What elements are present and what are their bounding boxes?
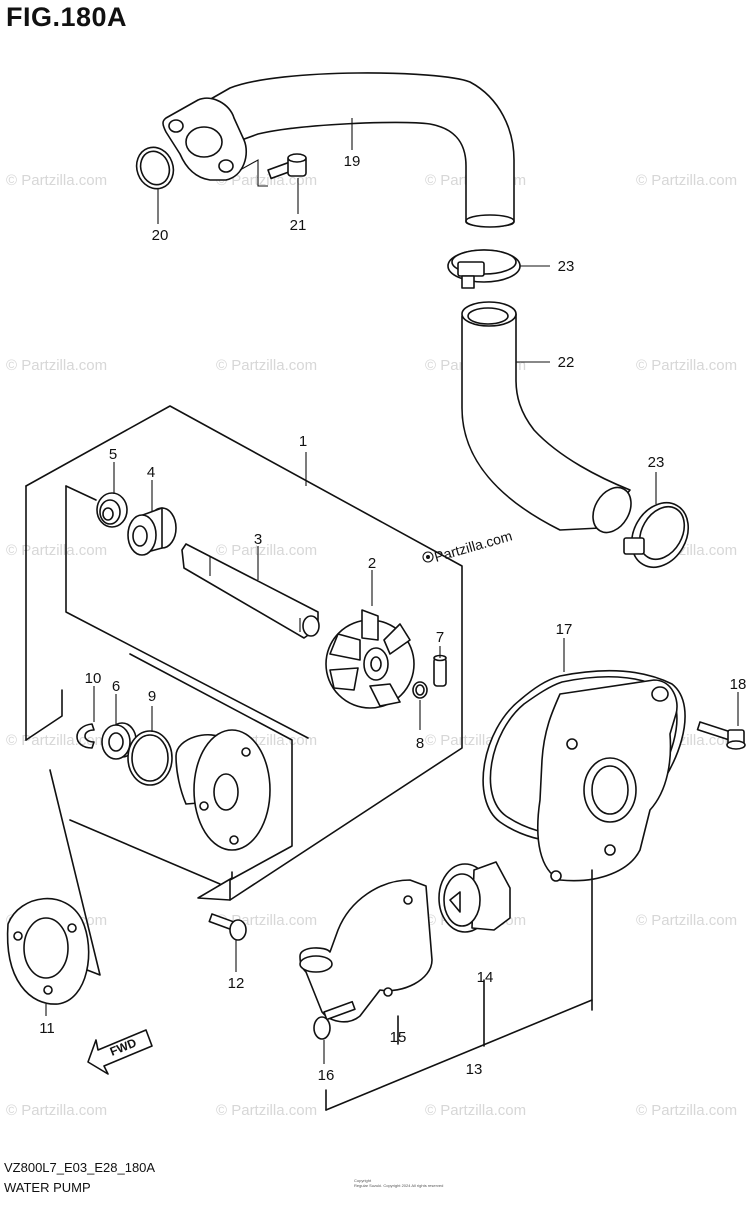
pump-shaft-3 xyxy=(181,543,320,639)
thermostat-14 xyxy=(438,861,511,933)
pump-body-case xyxy=(175,729,271,851)
callout-11: 11 xyxy=(39,1020,55,1037)
mechanical-seal-4 xyxy=(127,507,177,556)
callout-16: 16 xyxy=(318,1067,335,1084)
oil-seal-5 xyxy=(96,492,128,528)
callout-12: 12 xyxy=(228,975,245,992)
callout-5: 5 xyxy=(109,446,117,463)
callout-8: 8 xyxy=(416,735,424,752)
gasket-11 xyxy=(6,897,90,1005)
o-ring-8 xyxy=(412,681,428,699)
callout-15: 15 xyxy=(390,1029,407,1046)
callout-23-upper: 23 xyxy=(558,258,575,275)
bolt-16 xyxy=(313,1000,356,1040)
forward-arrow: FWD xyxy=(87,1029,153,1075)
o-ring-9 xyxy=(127,730,173,786)
model-code: VZ800L7_E03_E28_180A xyxy=(4,1160,156,1175)
callout-1: 1 xyxy=(299,433,307,450)
watermark: © Partzilla.com xyxy=(216,542,317,559)
pump-cover xyxy=(537,679,678,882)
hose-clamp-23-lower xyxy=(623,502,690,568)
bolt-12 xyxy=(208,913,247,941)
hose-clamp-23-upper xyxy=(447,249,521,289)
o-ring-20 xyxy=(135,146,175,190)
callout-13: 13 xyxy=(466,1061,483,1078)
circlip-10 xyxy=(76,723,95,749)
figure-title: FIG.180A xyxy=(6,2,128,32)
partzilla-inline-text: Partzilla.com xyxy=(432,527,513,564)
dowel-pin-7 xyxy=(433,654,447,687)
callout-22: 22 xyxy=(558,354,575,371)
callout-2: 2 xyxy=(368,555,376,572)
watermark: © Partzilla.com xyxy=(636,357,737,374)
impeller-2 xyxy=(325,609,415,709)
callout-19: 19 xyxy=(344,153,361,170)
callout-20: 20 xyxy=(152,227,169,244)
callout-10: 10 xyxy=(85,670,102,687)
watermark: © Partzilla.com xyxy=(6,357,107,374)
callout-7: 7 xyxy=(436,629,444,646)
copyright-line-2: Regular Suzuki. Copyright 2024 All right… xyxy=(354,1183,444,1188)
kit-frame-1 xyxy=(25,405,463,976)
bolt-18 xyxy=(696,721,746,750)
watermark: © Partzilla.com xyxy=(636,912,737,929)
callout-21: 21 xyxy=(290,217,307,234)
copyright-line-1: Copyright xyxy=(354,1178,372,1183)
water-pipe-19 xyxy=(162,72,515,228)
callout-18: 18 xyxy=(730,676,747,693)
callout-23-lower: 23 xyxy=(648,454,665,471)
callout-14: 14 xyxy=(477,969,494,986)
bolt-21 xyxy=(239,153,307,187)
callout-9: 9 xyxy=(148,688,156,705)
callout-17: 17 xyxy=(556,621,573,638)
watermark: © Partzilla.com xyxy=(216,357,317,374)
watermark: © Partzilla.com xyxy=(425,1102,526,1119)
watermark: © Partzilla.com xyxy=(636,172,737,189)
assembly-bracket-13 xyxy=(325,869,593,1111)
callout-6: 6 xyxy=(112,678,120,695)
watermark: © Partzilla.com xyxy=(6,172,107,189)
callout-numbers: 1 2 3 4 5 6 7 8 9 10 11 12 13 14 15 16 1… xyxy=(39,153,746,1084)
copyright-note: Copyright Regular Suzuki. Copyright 2024… xyxy=(354,1178,444,1188)
assembly-name: WATER PUMP xyxy=(4,1180,91,1195)
callout-4: 4 xyxy=(147,464,155,481)
thermostat-cover-15 xyxy=(299,879,433,1023)
water-hose-22 xyxy=(461,301,632,534)
partzilla-inline-mark: Partzilla.com xyxy=(422,527,514,565)
leader-lines xyxy=(45,118,739,1064)
watermark: © Partzilla.com xyxy=(636,1102,737,1119)
watermark: © Partzilla.com xyxy=(216,1102,317,1119)
callout-3: 3 xyxy=(254,531,262,548)
watermark: © Partzilla.com xyxy=(6,542,107,559)
watermark: © Partzilla.com xyxy=(6,1102,107,1119)
